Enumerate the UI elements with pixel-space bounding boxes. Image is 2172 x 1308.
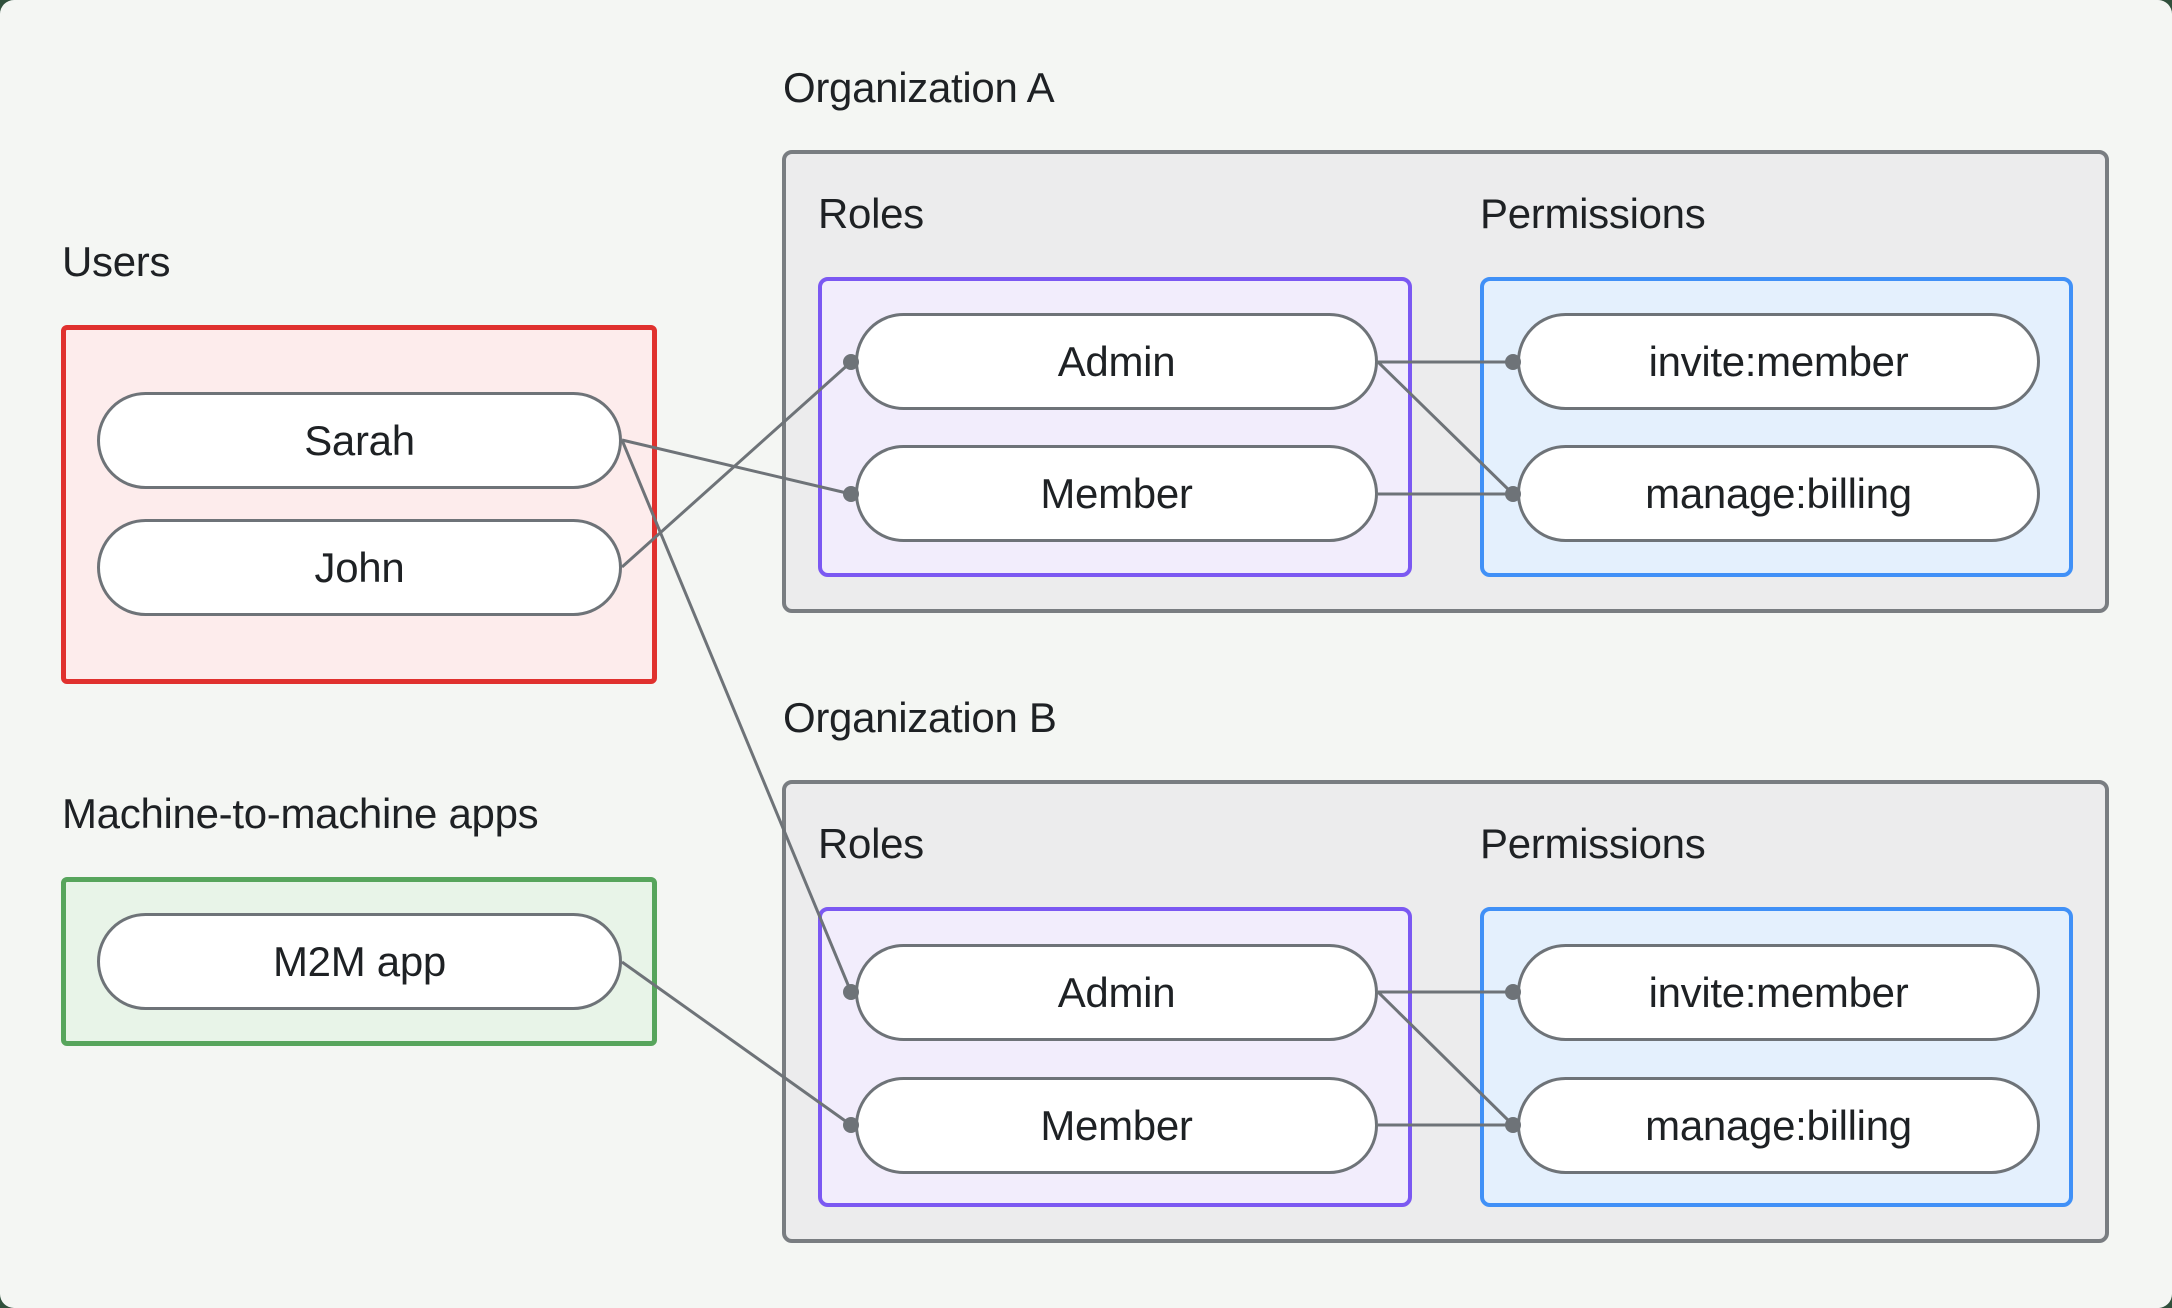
org-b-roles-label: Roles (818, 820, 924, 867)
users-group-label: Users (62, 238, 171, 285)
org-b-role-member: Member (855, 1077, 1378, 1174)
org-a-role-admin: Admin (855, 313, 1378, 410)
org-a-role-member: Member (855, 445, 1378, 542)
users-group-box (61, 325, 657, 684)
org-b-permission-manage-billing: manage:billing (1517, 1077, 2040, 1174)
m2m-group-label: Machine-to-machine apps (62, 790, 539, 837)
org-a-permissions-label: Permissions (1480, 190, 1706, 237)
org-b-role-admin: Admin (855, 944, 1378, 1041)
org-a-permission-invite-member: invite:member (1517, 313, 2040, 410)
m2m-app-node: M2M app (97, 913, 622, 1010)
user-node-john: John (97, 519, 622, 616)
org-b-permissions-label: Permissions (1480, 820, 1706, 867)
org-b-permission-invite-member: invite:member (1517, 944, 2040, 1041)
org-b-title: Organization B (783, 694, 1057, 741)
org-a-roles-label: Roles (818, 190, 924, 237)
org-a-permission-manage-billing: manage:billing (1517, 445, 2040, 542)
user-node-sarah: Sarah (97, 392, 622, 489)
org-a-title: Organization A (783, 64, 1055, 111)
